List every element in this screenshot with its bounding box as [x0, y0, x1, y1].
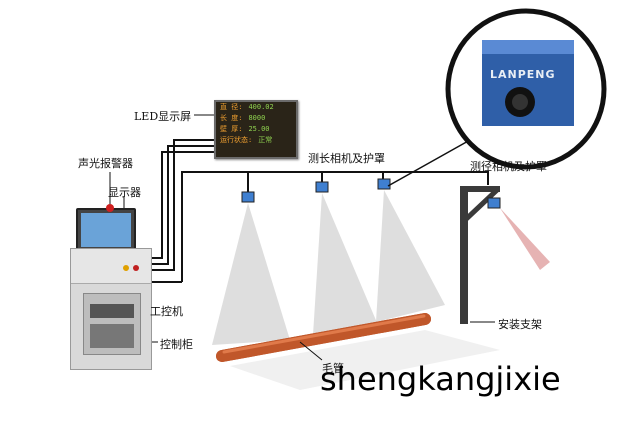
mount-stand	[460, 186, 501, 324]
label-led-screen: LED显示屏	[134, 110, 192, 123]
cable-lines	[150, 139, 489, 283]
led-display: 直 径:400.02 长 度:8000 壁 厚:25.00 运行状态:正常	[214, 100, 298, 159]
beam-1	[212, 203, 290, 345]
length-camera-2	[315, 181, 329, 193]
label-stand: 安装支架	[498, 318, 542, 331]
camera-detail	[482, 40, 574, 126]
length-camera-1	[241, 191, 255, 203]
zoom-pointer	[387, 139, 471, 187]
label-tube: 毛管	[322, 362, 344, 375]
label-length-camera: 测长相机及护罩	[308, 152, 385, 165]
led-row: 壁 厚:25.00	[220, 125, 270, 133]
cabinet-window	[83, 293, 141, 355]
label-alarm: 声光报警器	[78, 157, 133, 170]
led-row: 运行状态:正常	[220, 136, 273, 144]
led-row: 直 径:400.02	[220, 103, 274, 111]
tube-shadow	[230, 330, 500, 390]
alarm-light	[106, 204, 114, 212]
beam-2	[313, 193, 378, 335]
control-cabinet	[70, 248, 152, 370]
watermark: shengkangjixie	[320, 360, 561, 398]
camera-logo: LANPENG	[490, 68, 556, 81]
label-cabinet: 控制柜	[160, 338, 193, 351]
beam-3	[376, 190, 445, 322]
laser-beam	[500, 208, 550, 270]
length-camera-3	[377, 178, 391, 190]
industrial-pc	[90, 304, 134, 318]
label-monitor: 显示器	[108, 186, 141, 199]
label-diameter-camera: 测径相机及护罩	[470, 160, 547, 173]
monitor	[76, 208, 136, 252]
label-ipc: 工控机	[150, 305, 183, 318]
led-row: 长 度:8000	[220, 114, 266, 122]
